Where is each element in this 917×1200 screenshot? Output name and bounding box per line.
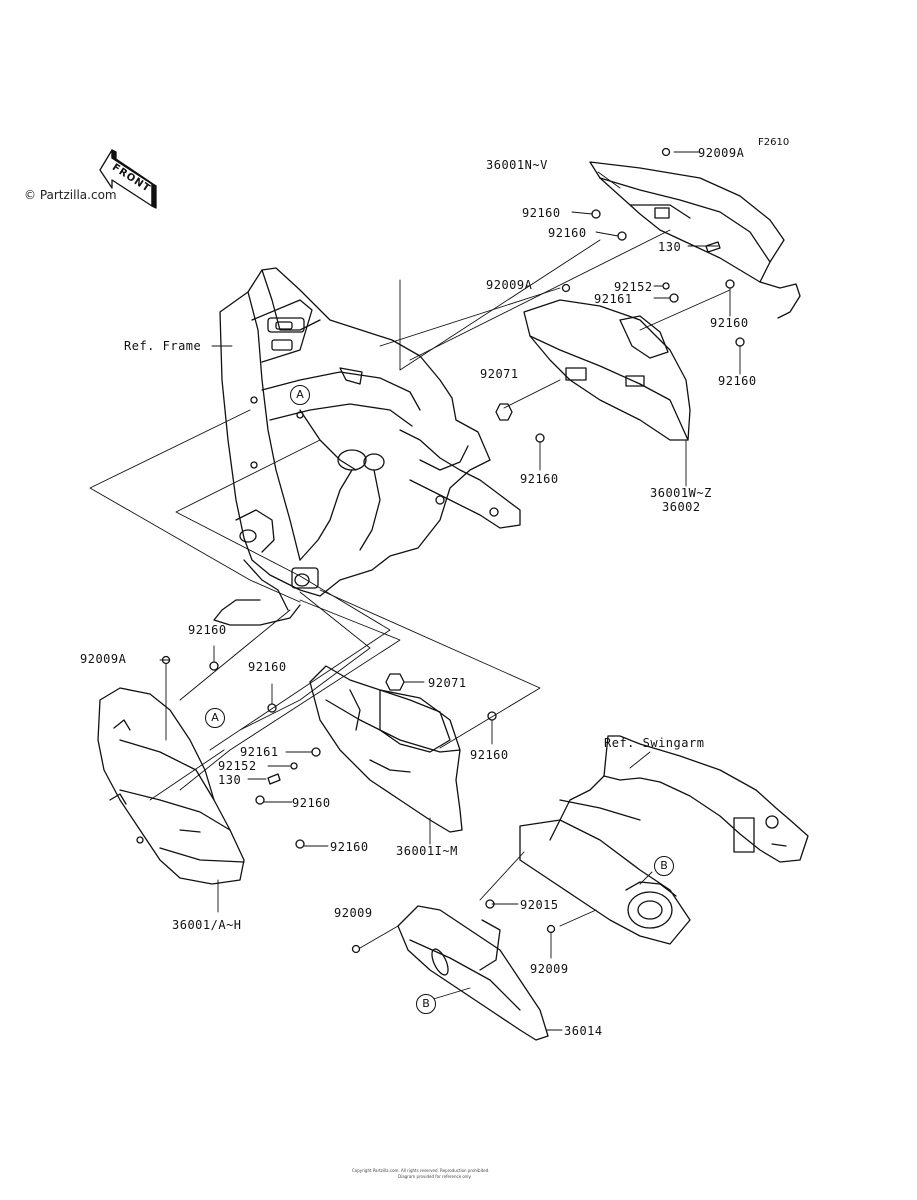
part-label-36014: 36014: [564, 1024, 603, 1038]
chain-guard-drawing: [397, 905, 549, 1041]
upper-side-cover-drawing: [589, 161, 801, 319]
part-label-36001n-v: 36001N~V: [486, 158, 548, 172]
swingarm-drawing: [519, 735, 809, 945]
part-label-92015: 92015: [520, 898, 559, 912]
part-label-92160-d: 92160: [718, 374, 757, 388]
nut-icons: [385, 403, 513, 691]
part-label-92160-c: 92160: [710, 316, 749, 330]
part-label-92160-b: 92160: [548, 226, 587, 240]
callout-a-lower: A: [205, 708, 225, 728]
part-label-92009-right: 92009: [530, 962, 569, 976]
copyright-watermark: © Partzilla.com: [24, 188, 117, 202]
footer-line-1: Copyright Partzilla.com. All rights rese…: [352, 1168, 490, 1173]
part-label-36001w-z: 36001W~Z: [650, 486, 712, 500]
part-label-92160-f: 92160: [188, 623, 227, 637]
part-label-92160-i: 92160: [470, 748, 509, 762]
part-label-36001i-m: 36001I~M: [396, 844, 458, 858]
callout-b-upper: B: [654, 856, 674, 876]
part-label-92152-upper: 92152: [614, 280, 653, 294]
part-label-92160-g: 92160: [248, 660, 287, 674]
part-label-92160-j: 92160: [330, 840, 369, 854]
bolt-icons: [161, 147, 721, 954]
alignment-lines: [89, 409, 541, 801]
part-label-92161-upper: 92161: [594, 292, 633, 306]
lower-left-cover-drawing: [97, 687, 245, 885]
front-direction-arrow-icon: [99, 149, 157, 209]
leader-lines: [159, 151, 741, 1031]
part-label-92009a-mid: 92009A: [486, 278, 533, 292]
figure-code: F2610: [758, 137, 790, 148]
part-label-92152-lower: 92152: [218, 759, 257, 773]
part-label-92071-lower: 92071: [428, 676, 467, 690]
part-label-130-upper: 130: [658, 240, 682, 254]
ref-frame-label: Ref. Frame: [124, 339, 202, 353]
right-side-cover-drawing: [523, 299, 691, 441]
part-label-92009-left: 92009: [334, 906, 373, 920]
part-label-92160-a: 92160: [522, 206, 561, 220]
part-label-92009a-lower: 92009A: [80, 652, 127, 666]
part-label-92160-e: 92160: [520, 472, 559, 486]
part-label-36002: 36002: [662, 500, 701, 514]
part-label-92160-h: 92160: [292, 796, 331, 810]
part-label-36001-a-h: 36001/A~H: [172, 918, 242, 932]
part-label-130-lower: 130: [218, 773, 242, 787]
ref-swingarm-label: Ref. Swingarm: [604, 736, 705, 750]
main-frame-drawing: [213, 267, 521, 626]
part-label-92009a-top: 92009A: [698, 146, 745, 160]
part-label-92161-lower: 92161: [240, 745, 279, 759]
callout-a-upper: A: [290, 385, 310, 405]
footer-line-2: Diagram provided for reference only.: [398, 1174, 472, 1179]
part-label-92071-upper: 92071: [480, 367, 519, 381]
callout-b-lower: B: [416, 994, 436, 1014]
lower-center-cover-drawing: [309, 665, 463, 833]
